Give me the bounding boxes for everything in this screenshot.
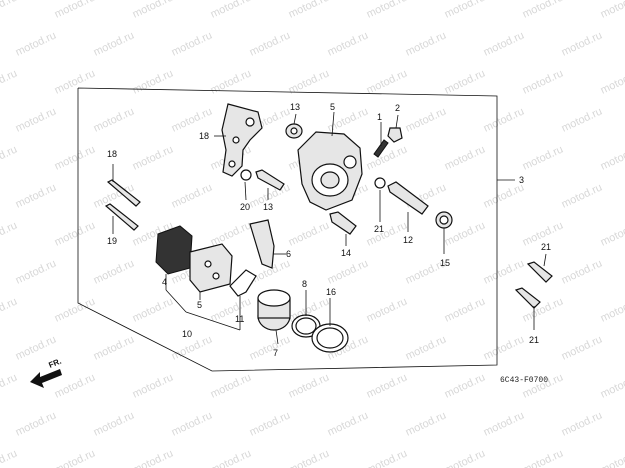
caliper-bore — [320, 171, 340, 189]
leader-lines — [112, 111, 547, 345]
callout-11: 11 — [235, 314, 244, 324]
bracket-hole — [245, 117, 255, 127]
callout-18-upper: 18 — [107, 149, 117, 159]
callout-7: 6 — [286, 249, 291, 259]
pin-boot-rear-hole — [439, 215, 449, 225]
callout-6: 7 — [273, 348, 278, 358]
caliper-boss — [343, 155, 357, 169]
callout-14: 14 — [341, 248, 351, 258]
bracket-hole — [228, 160, 236, 168]
diagram-code: 6C43-F0700 — [500, 376, 548, 385]
callout-10: 10 — [182, 329, 192, 339]
callout-16: 15 — [440, 258, 450, 268]
callout-12: 12 — [403, 235, 413, 245]
callout-2: 2 — [395, 103, 400, 113]
pad-spring — [249, 219, 275, 269]
callout-18-lower: 19 — [107, 236, 117, 246]
bleeder-cap — [387, 127, 403, 143]
callout-19: 20 — [240, 202, 250, 212]
pin-washer — [374, 177, 386, 189]
callout-17: 16 — [326, 287, 336, 297]
brake-pad-outer — [155, 225, 193, 275]
callout-20: 21 — [374, 224, 384, 234]
dust-seal-inner — [316, 327, 344, 349]
mount-bolt-upper — [526, 261, 553, 283]
caliper-bolt — [329, 211, 357, 235]
pad-retainer — [229, 269, 257, 297]
callout-8: 8 — [302, 279, 307, 289]
piston-seal-inner — [295, 317, 317, 335]
callout-21-upper: 21 — [541, 242, 551, 252]
slide-pin — [387, 181, 429, 215]
front-direction-indicator: FR. — [30, 357, 63, 388]
bracket-bolt — [255, 169, 285, 191]
mount-bolt-lower — [514, 287, 541, 309]
callout-1: 1 — [377, 112, 382, 122]
callout-5-outer: 4 — [162, 277, 167, 287]
pin-boot-hole — [290, 127, 298, 135]
callout-13: 13 — [263, 202, 273, 212]
arrow-left-icon — [30, 369, 62, 388]
callout-9: 18 — [199, 131, 209, 141]
callout-5-inner: 5 — [197, 300, 202, 310]
callout-21-lower: 21 — [529, 335, 539, 345]
pad-hole — [204, 260, 212, 268]
piston-top — [257, 289, 291, 307]
callout-4: 5 — [330, 102, 335, 112]
callout-3: 3 — [519, 175, 524, 185]
bracket-hole — [232, 136, 240, 144]
pad-hole — [212, 272, 220, 280]
pad-pin-upper — [106, 179, 141, 207]
caliper-bracket — [221, 103, 263, 177]
brake-pad-inner — [189, 243, 233, 293]
direction-label: FR. — [47, 357, 62, 370]
pad-pin-lower — [104, 203, 139, 231]
washer — [240, 169, 252, 181]
assembly-outline — [77, 87, 498, 372]
callout-15: 13 — [290, 102, 300, 112]
